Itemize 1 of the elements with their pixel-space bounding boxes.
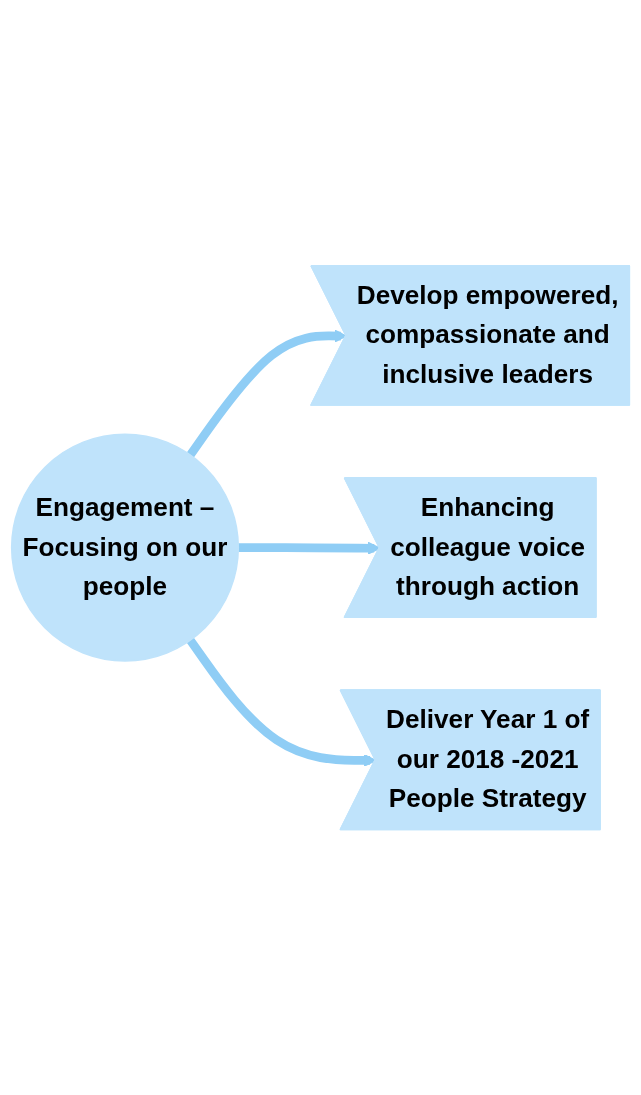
node-circle: Engagement – Focusing on our people — [10, 433, 240, 662]
